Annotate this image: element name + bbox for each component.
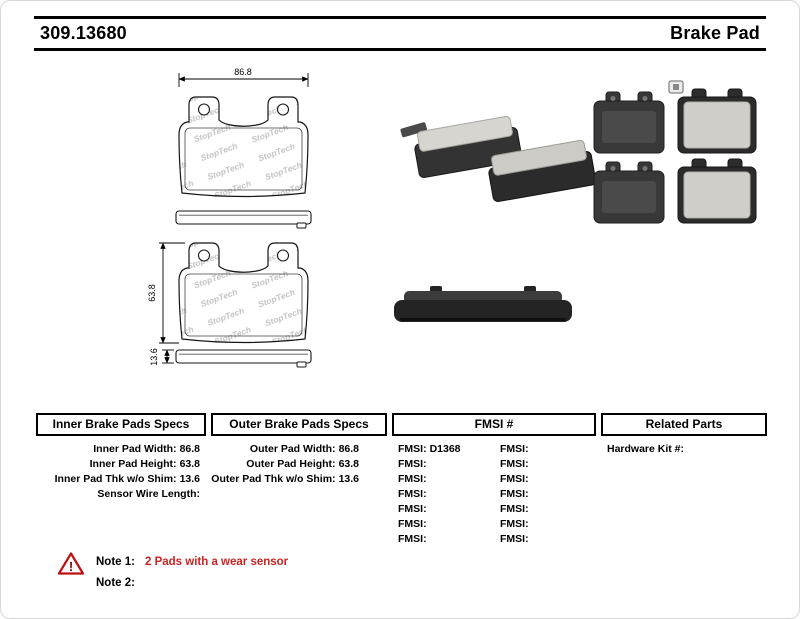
fmsi-row: FMSI: [494, 457, 596, 472]
spec-label: FMSI: [500, 488, 529, 500]
note-1: Note 1: 2 Pads with a wear sensor [96, 556, 288, 568]
inner-specs-header: Inner Brake Pads Specs [36, 413, 206, 436]
fmsi-column-1: FMSI:D1368 FMSI: FMSI: FMSI: FMSI: FMSI:… [392, 442, 494, 547]
brake-pad-photo-angled-front [488, 139, 597, 203]
spec-label: FMSI: [500, 458, 529, 470]
height-dim-label: 63.8 [147, 284, 157, 302]
spec-value: 86.8 [179, 443, 200, 455]
spec-label: Outer Pad Height: [246, 458, 336, 470]
related-parts-header: Related Parts [601, 413, 767, 436]
page-title: Brake Pad [670, 23, 760, 43]
brake-pad-photo-friction-1 [677, 88, 757, 154]
fmsi-column-2: FMSI: FMSI: FMSI: FMSI: FMSI: FMSI: FMSI… [494, 442, 596, 547]
brake-pad-photo-friction-2 [677, 158, 757, 224]
spec-label: FMSI: [500, 503, 529, 515]
outer-specs-header: Outer Brake Pads Specs [211, 413, 387, 436]
part-number: 309.13680 [40, 23, 127, 43]
spec-row: Outer Pad Height:63.8 [211, 457, 387, 472]
pad-front-drawing-1 [178, 96, 309, 198]
spec-row: Outer Pad Width:86.8 [211, 442, 387, 457]
height-dimension [159, 242, 185, 344]
thickness-dimension [162, 349, 174, 364]
spec-label: FMSI: [398, 443, 427, 455]
fmsi-table: FMSI # FMSI:D1368 FMSI: FMSI: FMSI: FMSI… [392, 413, 596, 547]
header: 309.13680 Brake Pad [34, 16, 766, 51]
fmsi-row: FMSI: [494, 442, 596, 457]
fmsi-row: FMSI: [392, 472, 494, 487]
related-parts-table: Related Parts Hardware Kit #: [601, 413, 767, 457]
fmsi-row: FMSI: [494, 517, 596, 532]
spec-label: Outer Pad Width: [249, 443, 336, 455]
warning-triangle-icon: ! [58, 552, 84, 575]
fmsi-row: FMSI: [392, 487, 494, 502]
pad-side-drawing-1 [175, 210, 312, 229]
technical-drawing: StopTech 86.8 [147, 67, 312, 368]
fmsi-row: FMSI: [494, 472, 596, 487]
spec-label: FMSI: [398, 473, 427, 485]
spec-label: Inner Pad Width: [93, 443, 177, 455]
fmsi-header: FMSI # [392, 413, 596, 436]
spec-label: FMSI: [500, 533, 529, 545]
spec-row: Hardware Kit #: [601, 442, 767, 457]
spec-label: Inner Pad Height: [89, 458, 177, 470]
spec-value: 13.6 [179, 473, 200, 485]
outer-specs-table: Outer Brake Pads Specs Outer Pad Width:8… [211, 413, 387, 487]
spec-label: Sensor Wire Length: [97, 488, 200, 500]
spec-value: 63.8 [338, 458, 359, 470]
spec-row: Sensor Wire Length: [36, 487, 206, 502]
spec-label: Outer Pad Thk w/o Shim: [211, 473, 336, 485]
fmsi-row: FMSI: [494, 487, 596, 502]
spec-label: Hardware Kit #: [607, 443, 685, 455]
spec-value: 13.6 [338, 473, 359, 485]
spec-label: FMSI: [398, 518, 427, 530]
spec-label: FMSI: [500, 518, 529, 530]
spec-row: Inner Pad Height:63.8 [36, 457, 206, 472]
brake-pad-photo-backplate-2 [593, 161, 665, 224]
product-photos [394, 80, 757, 322]
spec-label: FMSI: [500, 443, 529, 455]
fmsi-row: FMSI: [392, 517, 494, 532]
spec-value: D1368 [429, 443, 461, 455]
spec-label: FMSI: [398, 533, 427, 545]
inner-specs-table: Inner Brake Pads Specs Inner Pad Width:8… [36, 413, 206, 502]
pad-side-drawing-2 [175, 349, 312, 368]
pad-front-drawing-2 [178, 242, 309, 344]
note1-text: 2 Pads with a wear sensor [144, 556, 289, 568]
spec-label: FMSI: [398, 488, 427, 500]
fmsi-row: FMSI: [392, 457, 494, 472]
spec-label: FMSI: [398, 458, 427, 470]
spec-label: FMSI: [398, 503, 427, 515]
note2-label: Note 2: [96, 577, 135, 589]
width-dim-label: 86.8 [234, 67, 252, 77]
spec-row: Outer Pad Thk w/o Shim:13.6 [211, 472, 387, 487]
note1-label: Note 1: [96, 556, 135, 568]
brake-pad-photo-side [394, 286, 572, 322]
thickness-dim-label: 13.6 [149, 348, 159, 366]
fmsi-row: FMSI: [494, 502, 596, 517]
spec-label: FMSI: [500, 473, 529, 485]
spec-row: Inner Pad Width:86.8 [36, 442, 206, 457]
fmsi-row: FMSI: [494, 532, 596, 547]
spec-value: 63.8 [179, 458, 200, 470]
fmsi-row: FMSI:D1368 [392, 442, 494, 457]
note-2: Note 2: [96, 577, 145, 589]
wear-sensor-clip-photo [668, 80, 684, 94]
svg-text:!: ! [69, 559, 73, 574]
spec-row: Inner Pad Thk w/o Shim:13.6 [36, 472, 206, 487]
spec-label: Inner Pad Thk w/o Shim: [54, 473, 177, 485]
spec-value: 86.8 [338, 443, 359, 455]
fmsi-row: FMSI: [392, 502, 494, 517]
fmsi-row: FMSI: [392, 532, 494, 547]
width-dimension [178, 73, 309, 87]
brake-pad-photo-backplate-1 [593, 91, 665, 154]
